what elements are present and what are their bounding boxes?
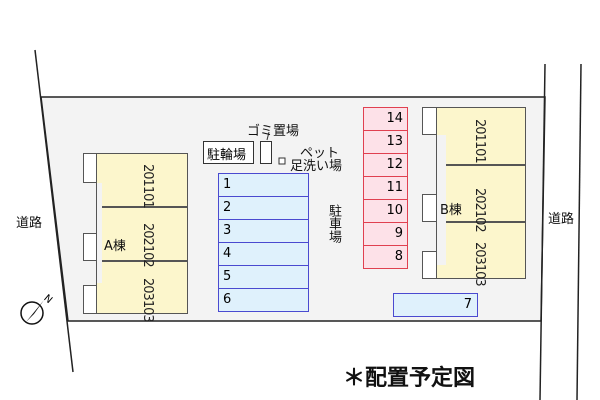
unit: 201101 (140, 164, 155, 208)
parking-space: 4 (218, 242, 309, 266)
parking-space: 5 (218, 265, 309, 289)
parking-label: 駐車場 (326, 204, 341, 243)
compass-icon (20, 300, 44, 325)
parking-space: 3 (218, 219, 309, 243)
unit: 201101 (472, 119, 487, 163)
unit: 202102 (140, 223, 155, 267)
parking-space: 11 (363, 176, 408, 200)
parking-space: 7 (393, 293, 478, 317)
parking-left: 1 2 3 4 5 6 (218, 173, 309, 312)
right-road-edge-outer (576, 63, 582, 400)
parking-space: 1 (218, 173, 309, 197)
parking-space: 9 (363, 222, 408, 246)
parking-space: 14 (363, 107, 408, 131)
parking-space: 12 (363, 153, 408, 177)
caption: ＊配置予定図 (343, 366, 476, 391)
unit: 202102 (472, 188, 487, 232)
garbage-area-box (260, 141, 272, 164)
building-b-label: B棟 (440, 203, 462, 218)
bicycle-parking: 駐輪場 (203, 141, 254, 164)
unit: 203103 (472, 242, 487, 286)
garbage-area-label: ゴミ置場 (247, 124, 300, 139)
pet-wash-marker (278, 157, 286, 165)
parking-space: 10 (363, 199, 408, 223)
road-label-right: 道路 (548, 212, 575, 227)
pet-wash-label-2: 足洗い場 (290, 159, 343, 174)
parking-space: 2 (218, 196, 309, 220)
road-label-left: 道路 (16, 216, 43, 231)
parking-right: 14 13 12 11 10 9 8 (363, 107, 408, 269)
parking-space: 6 (218, 288, 309, 312)
left-road-edge (34, 49, 74, 373)
right-road-edge (539, 63, 546, 400)
unit: 203103 (140, 278, 155, 322)
building-a-label: A棟 (104, 239, 126, 254)
parking-space: 13 (363, 130, 408, 154)
pet-wash-label-1: ペット (300, 146, 340, 161)
parking-space: 8 (363, 245, 408, 269)
